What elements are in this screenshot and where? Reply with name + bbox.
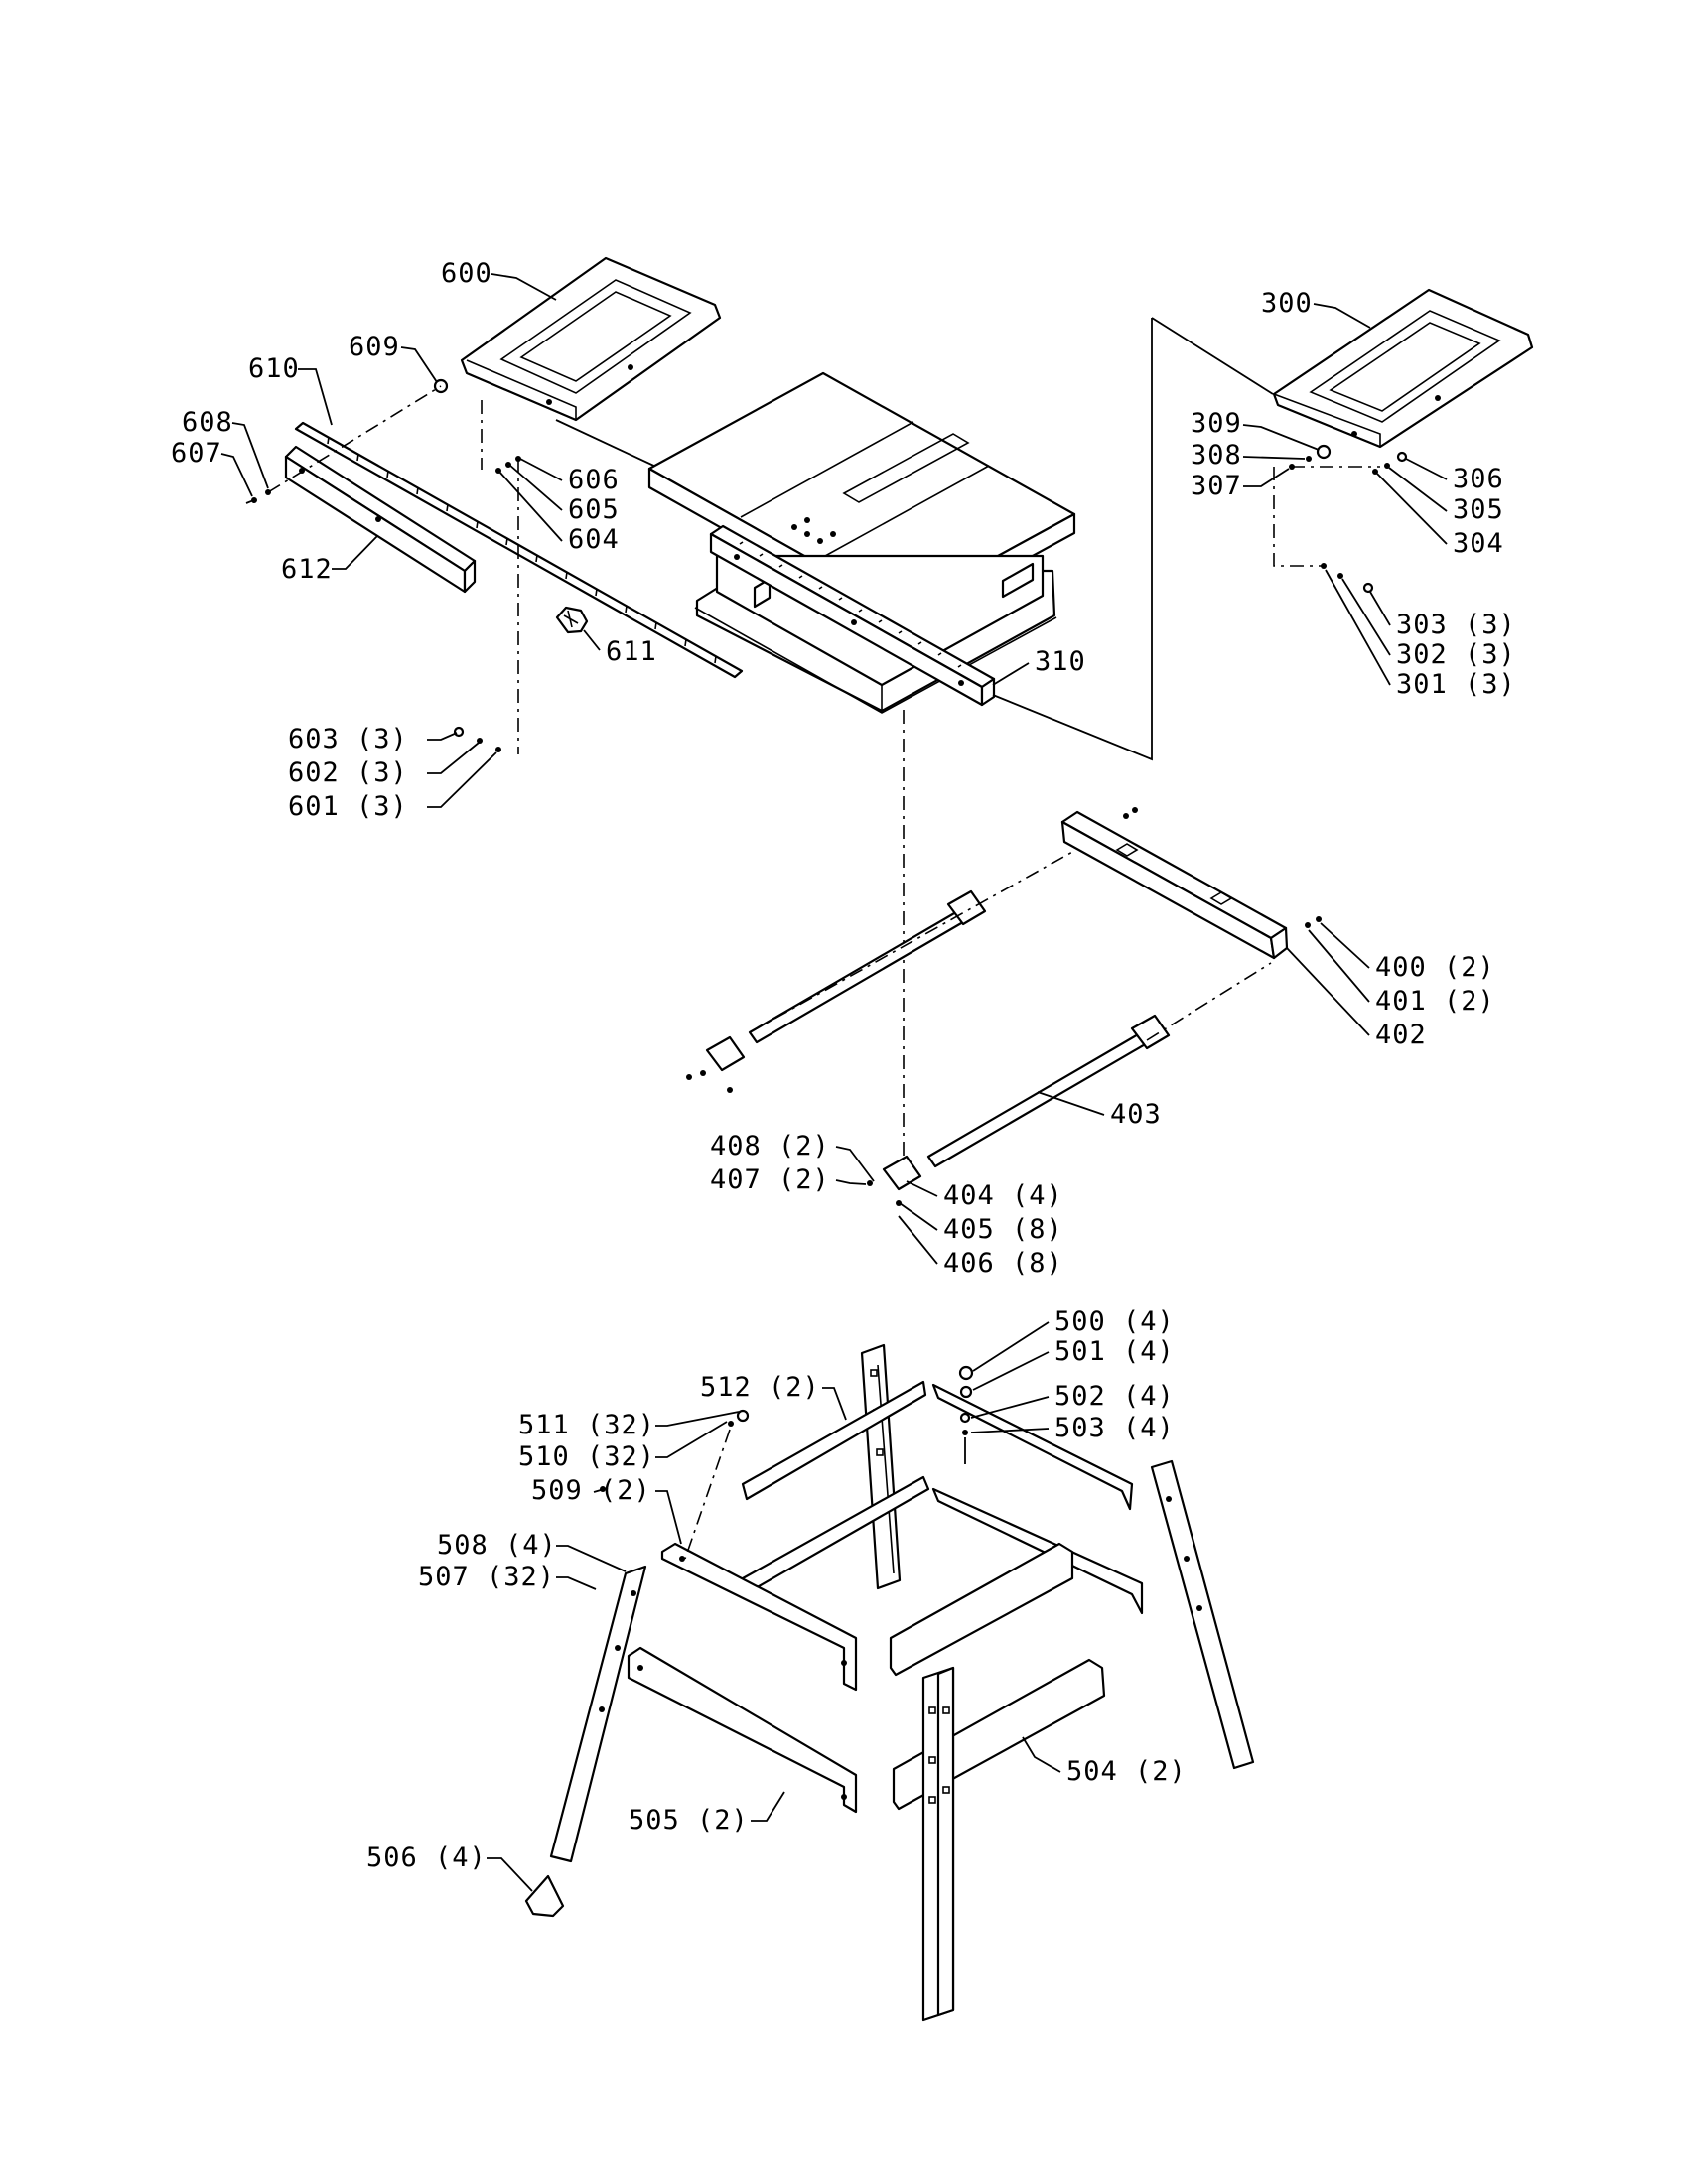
knob-611 xyxy=(555,606,589,634)
label-608: 608 xyxy=(182,407,233,438)
label-501: 501 (4) xyxy=(1054,1336,1175,1367)
label-308: 308 xyxy=(1191,440,1242,471)
assembly-lines-right xyxy=(903,317,1380,1161)
callouts: 600 609 610 608 607 606 605 604 612 611 … xyxy=(171,258,1516,1892)
label-310: 310 xyxy=(1035,646,1086,677)
label-611: 611 xyxy=(606,636,657,667)
label-407: 407 (2) xyxy=(710,1164,830,1195)
front-rail-612 xyxy=(284,445,477,594)
label-507: 507 (32) xyxy=(418,1562,555,1592)
label-506: 506 (4) xyxy=(366,1843,487,1873)
support-rods-403 xyxy=(686,850,1272,1206)
label-605: 605 xyxy=(568,494,620,525)
label-303: 303 (3) xyxy=(1396,610,1516,640)
rear-bracket-402 xyxy=(1060,807,1322,960)
label-301: 301 (3) xyxy=(1396,669,1516,700)
label-509: 509 (2) xyxy=(531,1475,651,1506)
rear-rail-310 xyxy=(709,524,996,707)
label-305: 305 xyxy=(1453,494,1504,525)
label-404: 404 (4) xyxy=(943,1180,1063,1211)
label-401: 401 (2) xyxy=(1375,986,1495,1017)
label-603: 603 (3) xyxy=(288,724,408,754)
label-607: 607 xyxy=(171,438,222,469)
label-609: 609 xyxy=(349,332,400,362)
label-601: 601 (3) xyxy=(288,791,408,822)
label-500: 500 (4) xyxy=(1054,1306,1175,1337)
label-302: 302 (3) xyxy=(1396,639,1516,670)
left-hardware xyxy=(245,378,521,752)
label-405: 405 (8) xyxy=(943,1214,1063,1245)
assembly-lines-left xyxy=(267,385,661,754)
stand-hardware xyxy=(593,1365,974,1560)
left-extension-wing-600 xyxy=(460,256,722,422)
right-extension-wing-300 xyxy=(1272,288,1534,449)
label-503: 503 (4) xyxy=(1054,1413,1175,1443)
label-612: 612 xyxy=(281,554,333,585)
stand-assembly xyxy=(524,1343,1255,2022)
rear-leg xyxy=(860,1343,902,1590)
label-504: 504 (2) xyxy=(1066,1756,1187,1787)
label-309: 309 xyxy=(1191,408,1242,439)
label-505: 505 (2) xyxy=(629,1805,749,1836)
label-511: 511 (32) xyxy=(518,1410,655,1440)
label-403: 403 xyxy=(1110,1099,1162,1130)
label-307: 307 xyxy=(1191,471,1242,501)
label-508: 508 (4) xyxy=(437,1530,557,1561)
label-408: 408 (2) xyxy=(710,1131,830,1161)
right-hardware xyxy=(1289,444,1408,594)
label-502: 502 (4) xyxy=(1054,1381,1175,1412)
label-306: 306 xyxy=(1453,464,1504,494)
label-300: 300 xyxy=(1261,288,1313,319)
label-604: 604 xyxy=(568,524,620,555)
label-610: 610 xyxy=(248,353,300,384)
label-602: 602 (3) xyxy=(288,757,408,788)
label-402: 402 xyxy=(1375,1020,1427,1050)
label-512: 512 (2) xyxy=(700,1372,820,1403)
label-400: 400 (2) xyxy=(1375,952,1495,983)
label-510: 510 (32) xyxy=(518,1441,655,1472)
label-406: 406 (8) xyxy=(943,1248,1063,1279)
label-606: 606 xyxy=(568,465,620,495)
label-304: 304 xyxy=(1453,528,1504,559)
label-600: 600 xyxy=(441,258,492,289)
